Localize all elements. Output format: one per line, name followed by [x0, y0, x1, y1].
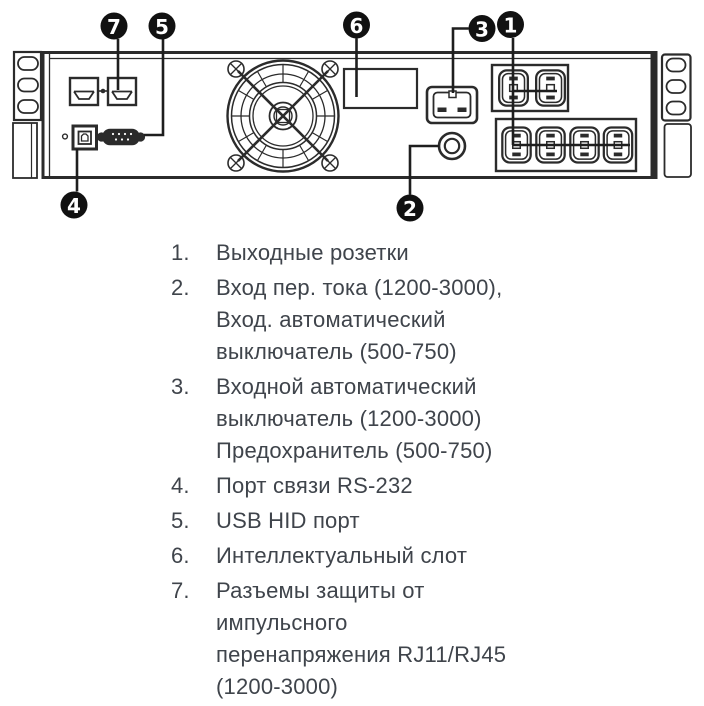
callout-line-5 — [144, 39, 165, 137]
legend-item-7: 7. Разъемы защиты от импульсного перенап… — [171, 575, 671, 703]
callout-number-6: 6 — [350, 14, 364, 38]
callout-badges: 7 5 6 3 1 — [60, 11, 524, 222]
legend-item-line: (1200-3000) — [216, 674, 339, 699]
legend-item-line: Интеллектуальный слот — [216, 543, 468, 568]
legend-item-line: выключатель (1200-3000) — [216, 406, 482, 431]
legend-item-1: 1. Выходные розетки — [171, 237, 671, 269]
callout-number-4: 4 — [67, 194, 81, 218]
legend-item-number: 4. — [171, 473, 190, 498]
legend-item-line: USB HID порт — [216, 508, 360, 533]
legend-item-line: перенапряжения RJ11/RJ45 — [216, 642, 507, 667]
legend-item-line: Вход пер. тока (1200-3000), — [216, 275, 503, 300]
usb-port-icon — [61, 124, 98, 151]
legend-item-number: 5. — [171, 508, 190, 533]
callout-number-5: 5 — [155, 15, 169, 39]
legend-item-2: 2. Вход пер. тока (1200-3000), Вход. авт… — [171, 272, 671, 368]
callout-badge-4: 4 — [60, 191, 88, 219]
callout-badge-7: 7 — [100, 12, 128, 40]
callout-number-2: 2 — [403, 197, 417, 221]
legend-item-line: импульсного — [216, 610, 348, 635]
legend-list: 1. Выходные розетки 2. Вход пер. тока (1… — [171, 237, 671, 706]
serial-port-icon — [96, 128, 146, 146]
callout-line-3 — [451, 27, 469, 93]
smart-slot-icon — [342, 67, 419, 110]
rj11-rj45-jacks-icon — [68, 76, 138, 107]
legend-item-line: Вход. автоматический — [216, 307, 446, 332]
left-rack-ear — [12, 50, 43, 179]
legend-item-line: Разъемы защиты от — [216, 578, 425, 603]
legend-item-line: Предохранитель (500-750) — [216, 438, 493, 463]
ups-rear-panel-diagram: 7 5 6 3 1 — [12, 11, 692, 222]
callout-number-3: 3 — [475, 18, 489, 42]
legend-item-4: 4. Порт связи RS-232 — [171, 470, 671, 502]
callout-badge-2: 2 — [396, 194, 424, 222]
circuit-breaker-icon — [437, 131, 467, 161]
callout-line-2 — [408, 144, 439, 195]
callout-badge-6: 6 — [343, 11, 370, 39]
legend-item-number: 6. — [171, 543, 190, 568]
legend-item-line: Порт связи RS-232 — [216, 473, 413, 498]
callout-lines — [75, 27, 630, 195]
callout-badge-5: 5 — [148, 12, 176, 40]
legend-item-line: Выходные розетки — [216, 240, 409, 265]
callout-badge-3: 3 — [468, 15, 496, 42]
legend-item-number: 7. — [171, 578, 190, 603]
legend-item-3: 3. Входной автоматический выключатель (1… — [171, 371, 671, 467]
legend-item-number: 1. — [171, 240, 190, 265]
legend-item-number: 3. — [171, 374, 190, 399]
legend-item-line: Входной автоматический — [216, 374, 477, 399]
legend-item-number: 2. — [171, 275, 190, 300]
legend-item-6: 6. Интеллектуальный слот — [171, 540, 671, 572]
right-rack-ear — [660, 53, 692, 178]
callout-number-1: 1 — [504, 14, 518, 38]
callout-badge-1: 1 — [497, 11, 524, 38]
callout-line-1 — [511, 38, 630, 147]
output-sockets-bottom-group — [494, 117, 638, 173]
legend-item-line: выключатель (500-750) — [216, 339, 457, 364]
fan-screw-icon — [227, 60, 339, 172]
fan-icon — [226, 59, 340, 173]
output-sockets-top-group — [490, 63, 570, 113]
panel-body — [41, 51, 658, 179]
callout-number-7: 7 — [107, 15, 121, 39]
legend-item-5: 5. USB HID порт — [171, 505, 671, 537]
